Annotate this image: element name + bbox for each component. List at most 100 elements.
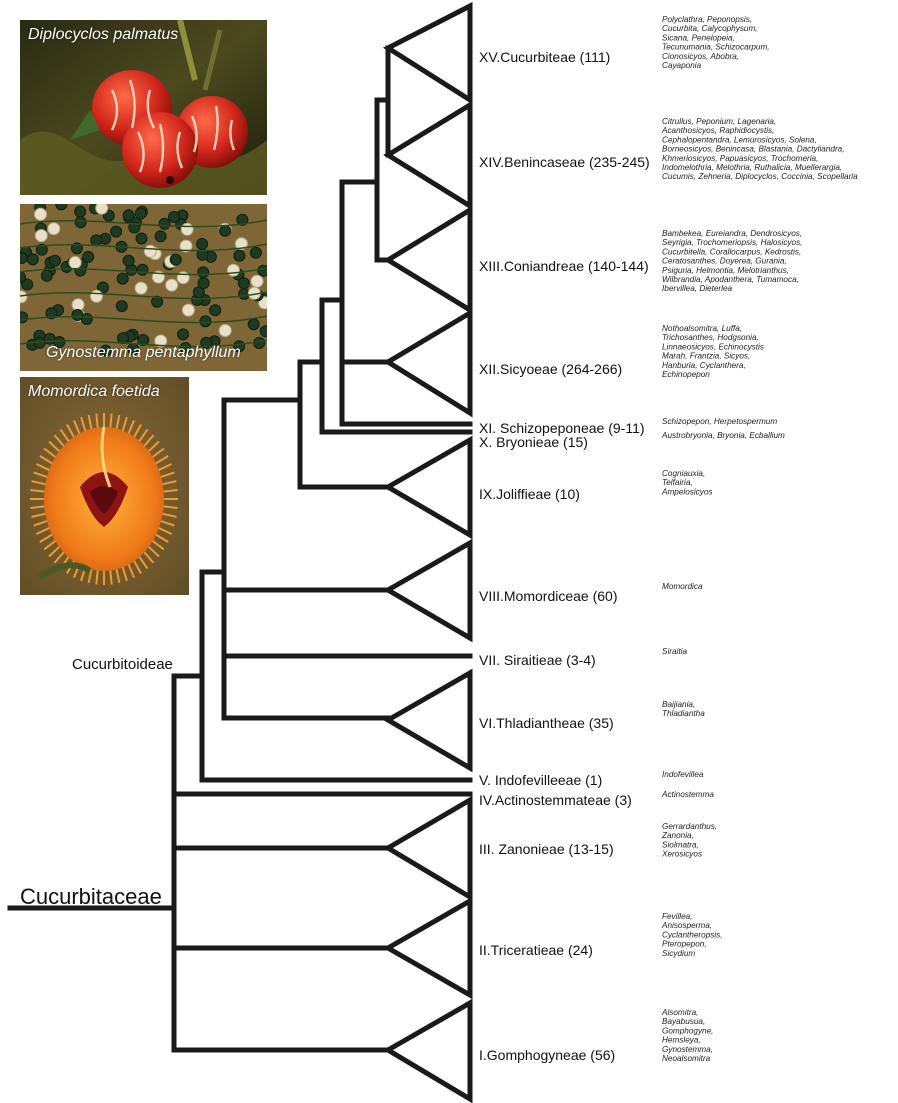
genus-line: Schizopepon, Herpetospermum	[662, 417, 777, 426]
berry	[219, 325, 231, 337]
tribe-genera: Schizopepon, Herpetospermum	[662, 417, 777, 426]
photo-caption: Gynostemma pentaphyllum	[46, 344, 241, 362]
tribe-genera: Momordica	[662, 582, 703, 591]
genus-line: Cayaponia	[662, 61, 702, 70]
root-label-cucurbitaceae: Cucurbitaceae	[20, 884, 162, 909]
genus-line: Acanthosicyos, Raphidiocystis,	[661, 126, 774, 135]
genus-line: Linnaeosicyos, Echinocystis	[662, 342, 764, 351]
berry	[181, 223, 193, 235]
berry	[72, 299, 84, 311]
genus-line: Cogniauxia,	[662, 469, 705, 478]
genus-line: Fevillea,	[662, 912, 693, 921]
clade-triangle	[388, 901, 470, 995]
berry	[123, 210, 134, 221]
tribe-label: XII.Sicyoeae (264-266)	[479, 361, 622, 377]
clade-triangle	[388, 440, 470, 535]
berry	[34, 337, 45, 348]
berry	[20, 312, 28, 323]
tribe-label: I.Gomphogyneae (56)	[479, 1047, 615, 1063]
clade-triangle	[388, 543, 470, 638]
berry	[144, 245, 156, 257]
genus-line: Telfairia,	[662, 478, 693, 487]
clade-triangle	[388, 210, 470, 310]
genus-line: Pteropepon,	[662, 940, 707, 949]
genus-line: Ibervillea, Dieterlea	[662, 284, 733, 293]
berry	[182, 304, 194, 316]
berry	[48, 223, 60, 235]
berry	[135, 208, 146, 219]
genus-line: Sicydium	[662, 949, 695, 958]
genus-line: Thladiantha	[662, 709, 705, 718]
tribe-label: XV.Cucurbiteae (111)	[479, 49, 610, 65]
tribe-label: III. Zanonieae (13-15)	[479, 841, 614, 857]
genus-line: Cucurbita, Calycophysum,	[662, 24, 758, 33]
genus-line: Wilbrandia, Apodanthera, Tumamoca,	[662, 275, 799, 284]
tribe-genera: Baijiania,Thladiantha	[662, 700, 705, 718]
berry	[136, 233, 147, 244]
tribe-genera: Polyclathra, Peponopsis,Cucurbita, Calyc…	[662, 15, 770, 70]
berry	[155, 231, 166, 242]
berry	[234, 250, 245, 261]
genus-line: Indomelothria, Melothria, Ruthalicia, Mu…	[662, 163, 842, 172]
genus-line: Trichosanthes, Hodgsonia,	[662, 333, 759, 342]
genus-line: Actinostemma	[661, 790, 714, 799]
spiny-fruit-illustration	[20, 377, 189, 595]
berry	[169, 212, 180, 223]
berry	[91, 290, 103, 302]
genus-line: Hanburia, Cyclanthera,	[662, 361, 746, 370]
berry	[220, 225, 231, 236]
berry	[117, 273, 128, 284]
tribe-genera: Siraitia	[662, 647, 687, 656]
berry	[200, 316, 211, 327]
tribe-genera: Austrobryonia, Bryonia, Ecballium	[661, 431, 785, 440]
genera-lists: Polyclathra, Peponopsis,Cucurbita, Calyc…	[661, 15, 858, 1063]
tribe-genera: Cogniauxia,Telfairia,Ampelosicyos	[661, 469, 713, 496]
berry	[250, 247, 261, 258]
genus-line: Cucumis, Zehneria, Diplocyclos, Coccinia…	[662, 172, 858, 181]
berry	[41, 270, 52, 281]
genus-line: Khmeriosicyos, Papuasicyos, Trochomeria,	[662, 154, 818, 163]
genus-line: Siraitia	[662, 647, 687, 656]
berry	[254, 338, 265, 349]
genus-line: Gynostemma,	[662, 1045, 713, 1054]
clade-triangle	[388, 673, 470, 768]
genus-line: Sicana, Penelopeia,	[662, 33, 735, 42]
tribe-genera: Fevillea,Anisosperma,Cyclantheropsis,Pte…	[661, 912, 723, 958]
tribe-label: XIV.Benincaseae (235-245)	[479, 154, 650, 170]
photo-caption: Momordica foetida	[28, 383, 160, 401]
berry	[258, 265, 267, 276]
genus-line: Borneosicyos, Benincasa, Blastania, Dact…	[662, 145, 845, 154]
clade-triangle	[388, 313, 470, 413]
berry	[135, 282, 147, 294]
genus-line: Xerosicyos	[661, 850, 702, 859]
genus-line: Psiguria, Helmontia, Melotrianthus,	[662, 266, 789, 275]
berry	[198, 278, 209, 289]
tribe-genera: Bambekea, Eureiandra, Dendrosicyos,Seyri…	[662, 229, 802, 293]
genus-line: Siolmatra,	[662, 840, 699, 849]
genus-line: Seyrigia, Trochomeriopsis, Halosicyos,	[662, 238, 802, 247]
berry	[227, 264, 239, 276]
berry	[116, 301, 127, 312]
tribe-genera: Nothoalsomitra, Luffa,Trichosanthes, Hod…	[662, 324, 764, 379]
berry	[35, 230, 47, 242]
tribe-genera: Actinostemma	[661, 790, 714, 799]
berry	[83, 251, 94, 262]
genus-line: Zanonia,	[661, 831, 694, 840]
genus-line: Nothoalsomitra, Luffa,	[662, 324, 742, 333]
tribe-genera: Alsomitra,Bayabusua,Gomphogyne,Hemsleya,…	[661, 1008, 713, 1063]
clade-triangle	[388, 105, 470, 206]
clade-triangle	[388, 1003, 470, 1099]
berry	[91, 235, 102, 246]
berry	[75, 217, 86, 228]
tribe-genera: Citrullus, Peponium, Lagenaria,Acanthosi…	[661, 117, 858, 181]
berry	[118, 333, 129, 344]
genus-line: Momordica	[662, 582, 703, 591]
berry	[210, 305, 221, 316]
genus-line: Echinopepon	[662, 370, 710, 379]
genus-line: Citrullus, Peponium, Lagenaria,	[662, 117, 776, 126]
berry	[197, 239, 208, 250]
gourds-illustration	[20, 20, 267, 195]
berry	[159, 218, 170, 229]
berry	[238, 278, 249, 289]
genus-line: Gomphogyne,	[662, 1026, 713, 1035]
